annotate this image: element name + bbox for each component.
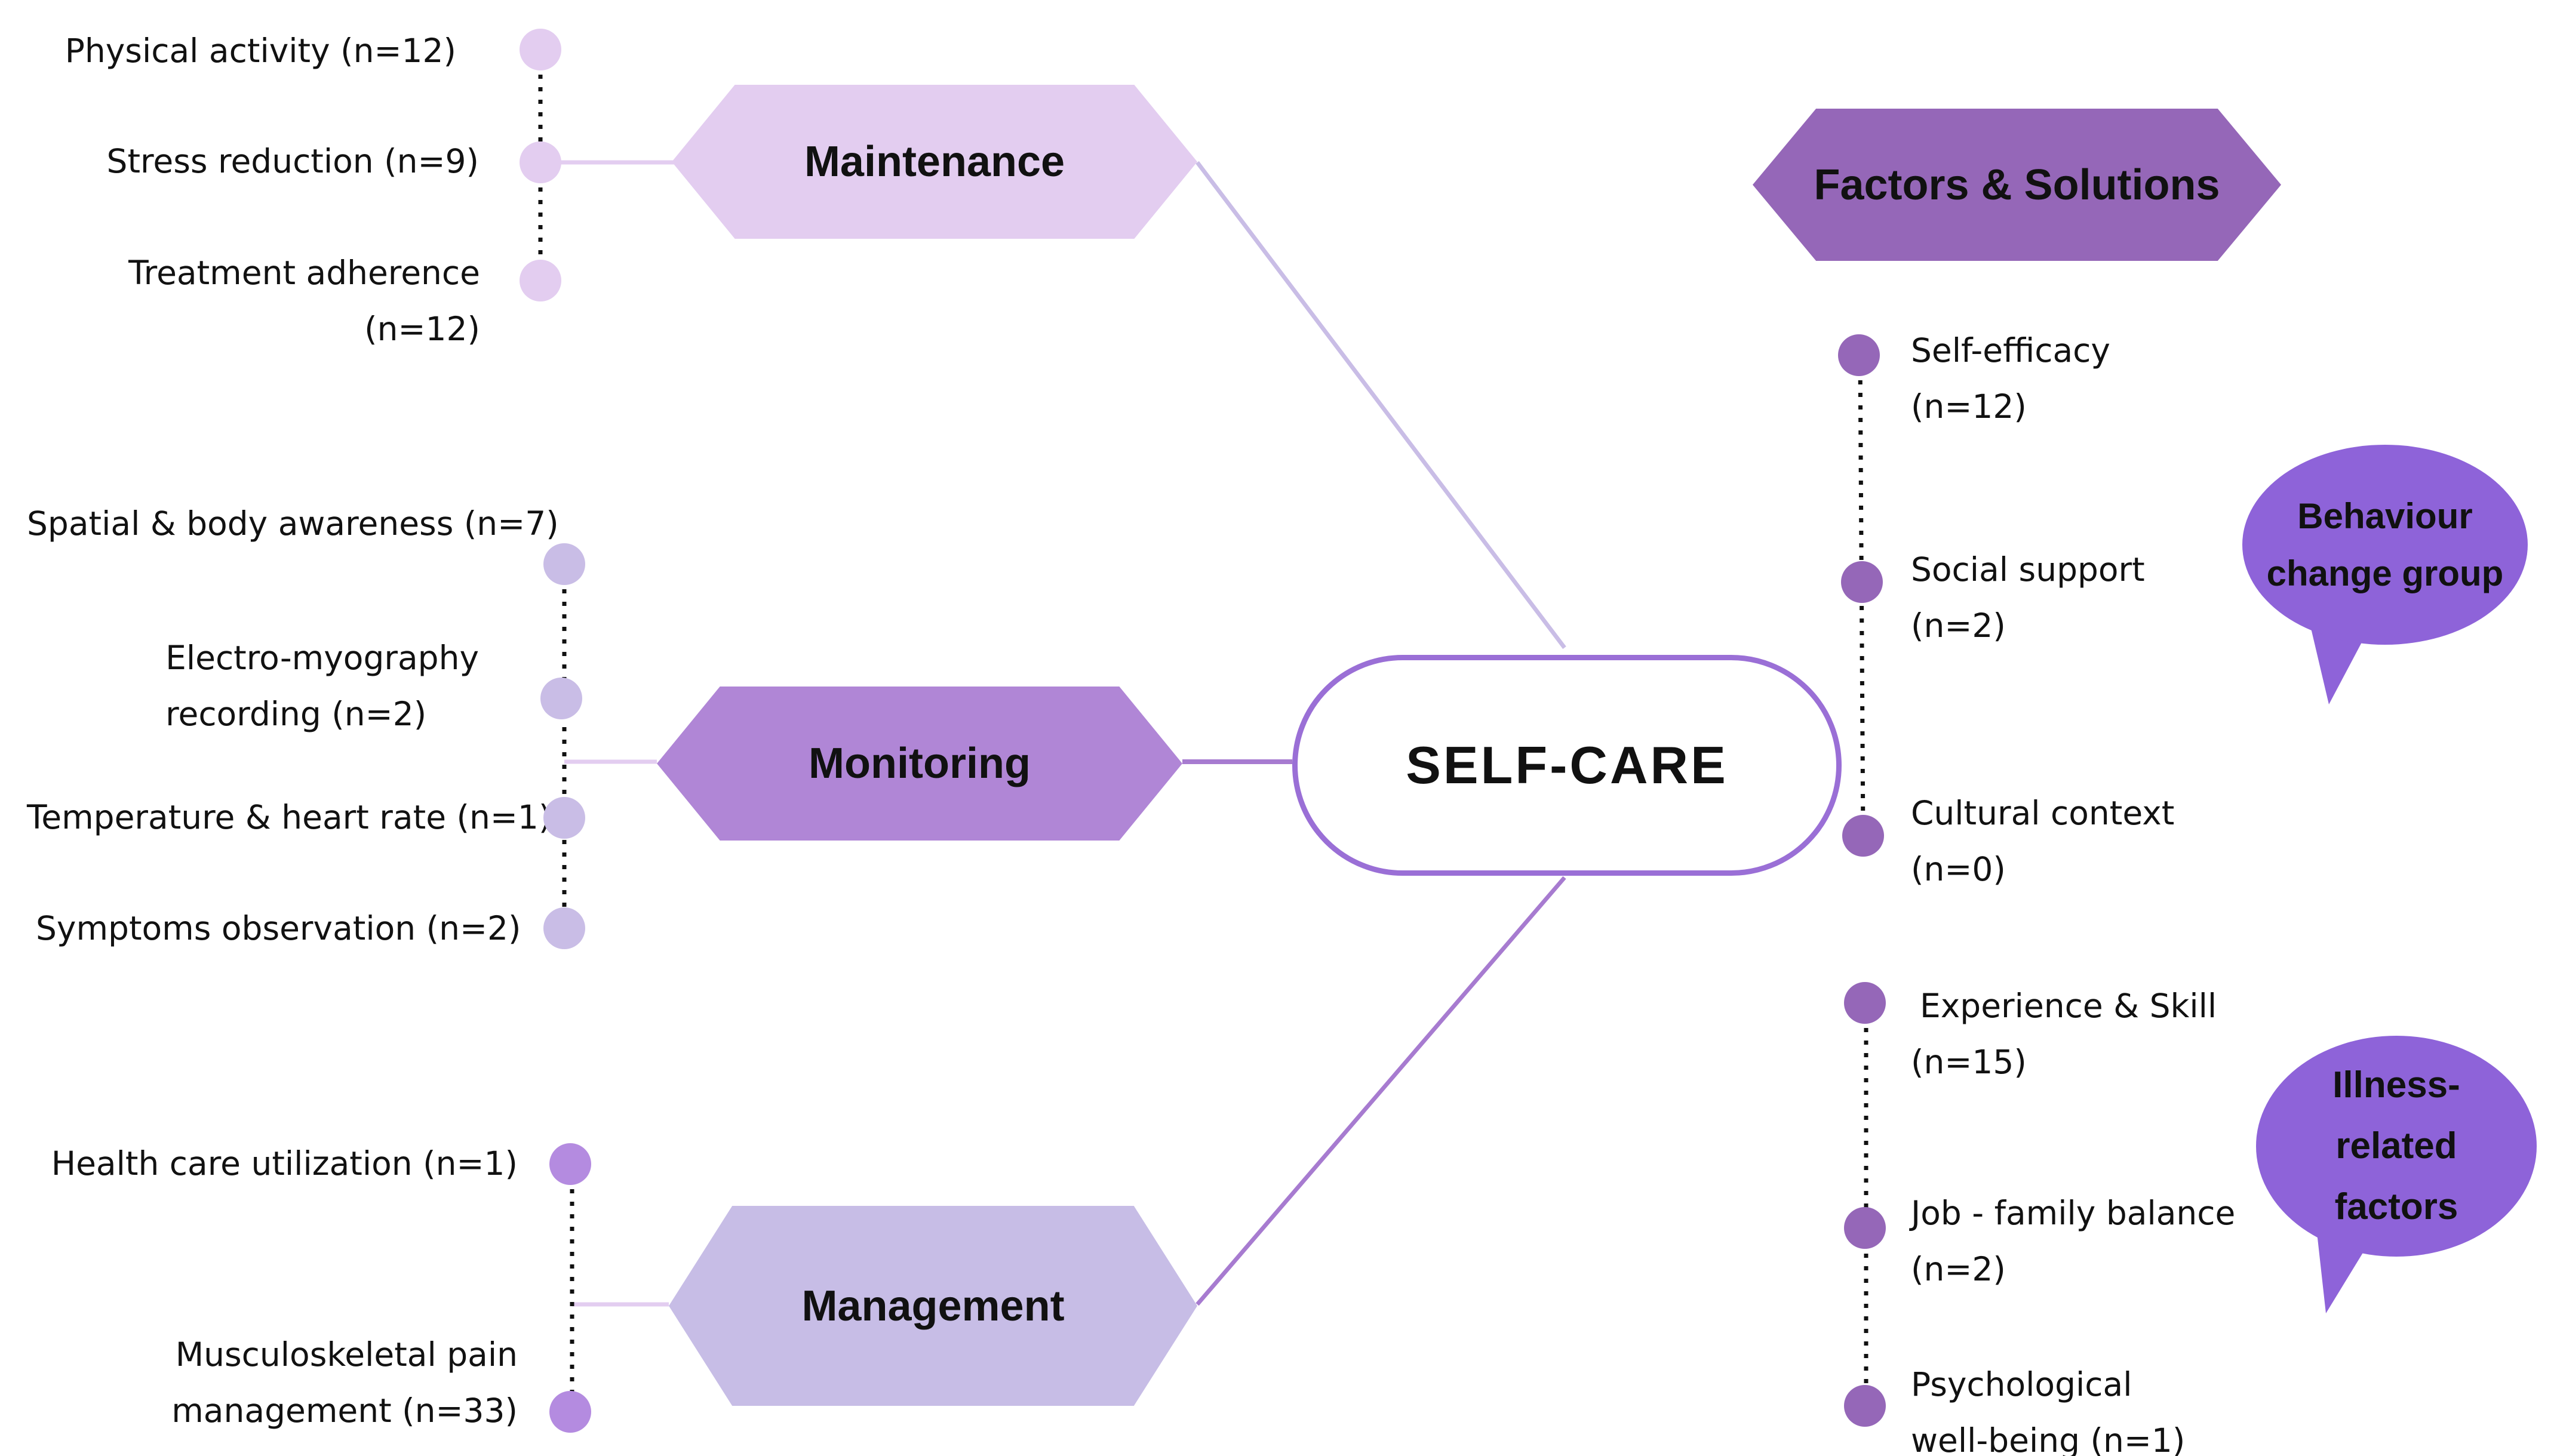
maintenance-connector [1195,161,1566,649]
management-item-1: Health care utilization (n=1) [51,1135,518,1192]
maintenance-item-text: Treatment adherence [128,254,480,292]
factor-dot-2 [1841,561,1883,603]
maintenance-item-text2: (n=12) [364,310,480,348]
monitoring-hexagon: Monitoring [657,687,1182,841]
factor-item-text2: (n=2) [1911,607,2006,645]
monitoring-item-1: Spatial & body awareness (n=7) [27,495,559,552]
illness-bubble: Illness- related factors [2256,1036,2537,1257]
management-connector [1195,876,1566,1306]
factor-item-1: Self-efficacy (n=12) [1911,322,2110,435]
monitoring-item-3: Temperature & heart rate (n=1) [27,789,551,845]
illness-line3: factors [2334,1186,2458,1227]
maintenance-label: Maintenance [804,138,1065,186]
factor-item-5: Job - family balance (n=2) [1911,1185,2235,1297]
factors-hexagon: Factors & Solutions [1753,109,2281,261]
management-item-text: Health care utilization (n=1) [51,1144,518,1183]
maintenance-hexagon: Maintenance [672,85,1197,239]
factor-item-text: Job - family balance [1911,1194,2236,1232]
maintenance-dot-2 [520,141,561,183]
factor-dot-1 [1838,334,1880,376]
behaviour-bubble: Behaviour change group [2242,445,2528,645]
factor-item-2: Social support (n=2) [1911,541,2145,654]
factor-item-text: Cultural context [1911,794,2175,832]
factor-item-text2: (n=0) [1911,850,2006,888]
management-hexagon: Management [669,1206,1197,1406]
factors-label: Factors & Solutions [1814,161,2220,209]
factor-dot-4 [1844,982,1886,1024]
maintenance-item-1: Physical activity (n=12) [65,23,456,79]
factor-item-text2: (n=12) [1911,387,2027,426]
factor-dot-3 [1842,815,1884,857]
monitoring-item-text: Electro-myography [165,639,479,677]
monitoring-item-text: Temperature & heart rate (n=1) [27,798,552,836]
factor-item-text: Experience & Skill [1920,987,2217,1025]
maintenance-item-2: Stress reduction (n=9) [107,133,479,189]
monitoring-item-text: Symptoms observation (n=2) [36,909,521,947]
monitoring-item-text2: recording (n=2) [165,695,427,733]
illness-line2: related [2335,1125,2457,1166]
maintenance-dot-1 [520,29,561,70]
monitoring-dot-1 [543,543,585,585]
maintenance-item-3: Treatment adherence (n=12) [128,245,480,357]
illness-line1: Illness- [2332,1064,2460,1106]
monitoring-dot-4 [543,907,585,949]
factor-item-text2: (n=15) [1911,1043,2027,1081]
maintenance-item-text: Stress reduction (n=9) [106,142,479,180]
monitoring-dot-2 [540,678,582,719]
monitoring-item-4: Symptoms observation (n=2) [36,900,521,956]
factor-item-text: Social support [1911,550,2145,589]
monitoring-dot-3 [543,797,585,839]
management-dot-1 [549,1143,591,1185]
factor-item-4: Experience & Skill (n=15) [1911,978,2217,1090]
factor-item-text: Psychological [1911,1365,2132,1403]
maintenance-dot-3 [520,260,561,301]
behaviour-line1: Behaviour [2297,495,2473,536]
factor-item-text2: (n=2) [1911,1250,2006,1288]
factor-item-6: Psychological well-being (n=1) [1911,1356,2185,1456]
factor-dot-6 [1844,1385,1886,1427]
monitoring-label: Monitoring [809,740,1031,787]
management-dot-2 [549,1391,591,1433]
management-item-text2: management (n=33) [171,1392,518,1430]
factor-item-text: Self-efficacy [1911,331,2110,370]
maintenance-item-text: Physical activity (n=12) [64,32,456,70]
factor-item-text2: well-being (n=1) [1911,1421,2186,1456]
behaviour-line2: change group [2266,553,2504,593]
management-item-2: Musculoskeletal pain management (n=33) [171,1326,518,1439]
factor-dot-5 [1844,1207,1886,1249]
factor-item-3: Cultural context (n=0) [1911,785,2174,897]
monitoring-item-2: Electro-myography recording (n=2) [165,630,479,742]
management-label: Management [801,1282,1065,1330]
self-care-node: SELF-CARE [1292,655,1842,876]
management-item-text: Musculoskeletal pain [175,1335,518,1374]
monitoring-item-text: Spatial & body awareness (n=7) [27,504,559,543]
self-care-label: SELF-CARE [1406,735,1728,795]
